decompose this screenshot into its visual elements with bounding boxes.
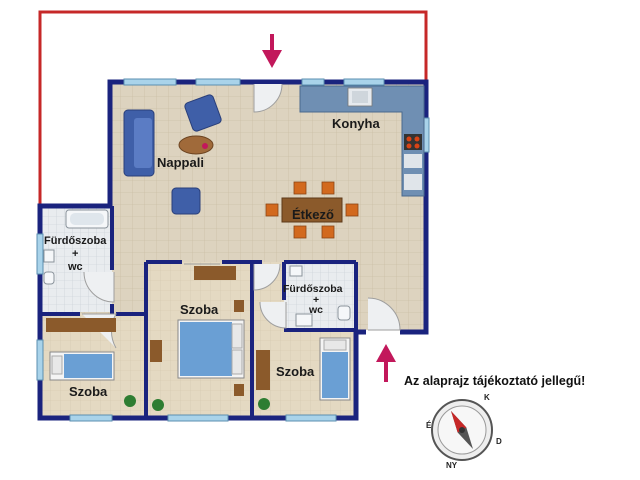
label-konyha: Konyha (332, 116, 380, 131)
plant-2 (152, 399, 164, 411)
label-nappali: Nappali (157, 155, 204, 170)
plant-1 (124, 395, 136, 407)
kitchen-counter (299, 85, 425, 197)
label-etkezo: Étkező (292, 207, 334, 222)
bed-2 (177, 319, 245, 379)
label-szoba1: Szoba (69, 384, 108, 399)
label-furdo1-line3: wc (67, 261, 83, 273)
label-furdo1-line2: + (72, 248, 78, 260)
terrace-outline (38, 10, 428, 206)
sink-1 (43, 249, 55, 263)
label-szoba2: Szoba (180, 302, 219, 317)
bathtub-1 (65, 209, 109, 229)
wardrobe-2 (194, 266, 236, 280)
compass-d-label: D (496, 437, 502, 446)
label-furdo2-line3: wc (308, 304, 323, 316)
dining-set (265, 181, 359, 239)
label-furdo2-line1: Fürdőszoba (283, 283, 343, 295)
disclaimer-note: Az alaprajz tájékoztató jellegű! (404, 374, 586, 388)
sofa (123, 109, 155, 177)
windows (36, 78, 430, 422)
label-furdo2-line2: + (313, 294, 319, 306)
shower-2 (295, 313, 313, 327)
plant-3 (258, 398, 270, 410)
compass-e-label: É (426, 421, 432, 430)
wardrobe-3 (256, 350, 270, 390)
coffee-table (178, 135, 214, 155)
sink-2 (289, 265, 303, 277)
armchair-bottom (171, 187, 201, 215)
toilet-1 (43, 271, 55, 285)
toilet-2 (337, 305, 351, 321)
desk-2 (150, 340, 162, 362)
bed-3 (319, 337, 351, 401)
bed-1 (49, 351, 115, 381)
entry-arrow-top (262, 34, 282, 68)
label-furdo1-line1: Fürdőszoba (44, 235, 107, 247)
compass-ny-label: NY (446, 461, 458, 470)
label-szoba3: Szoba (276, 364, 315, 379)
compass-k-label: K (484, 393, 490, 402)
entry-arrow-bottom (376, 344, 396, 382)
interior-walls (40, 206, 358, 418)
armchair-top (184, 94, 222, 132)
compass-rose: É K D NY (426, 393, 502, 470)
wardrobe-1 (46, 318, 116, 332)
